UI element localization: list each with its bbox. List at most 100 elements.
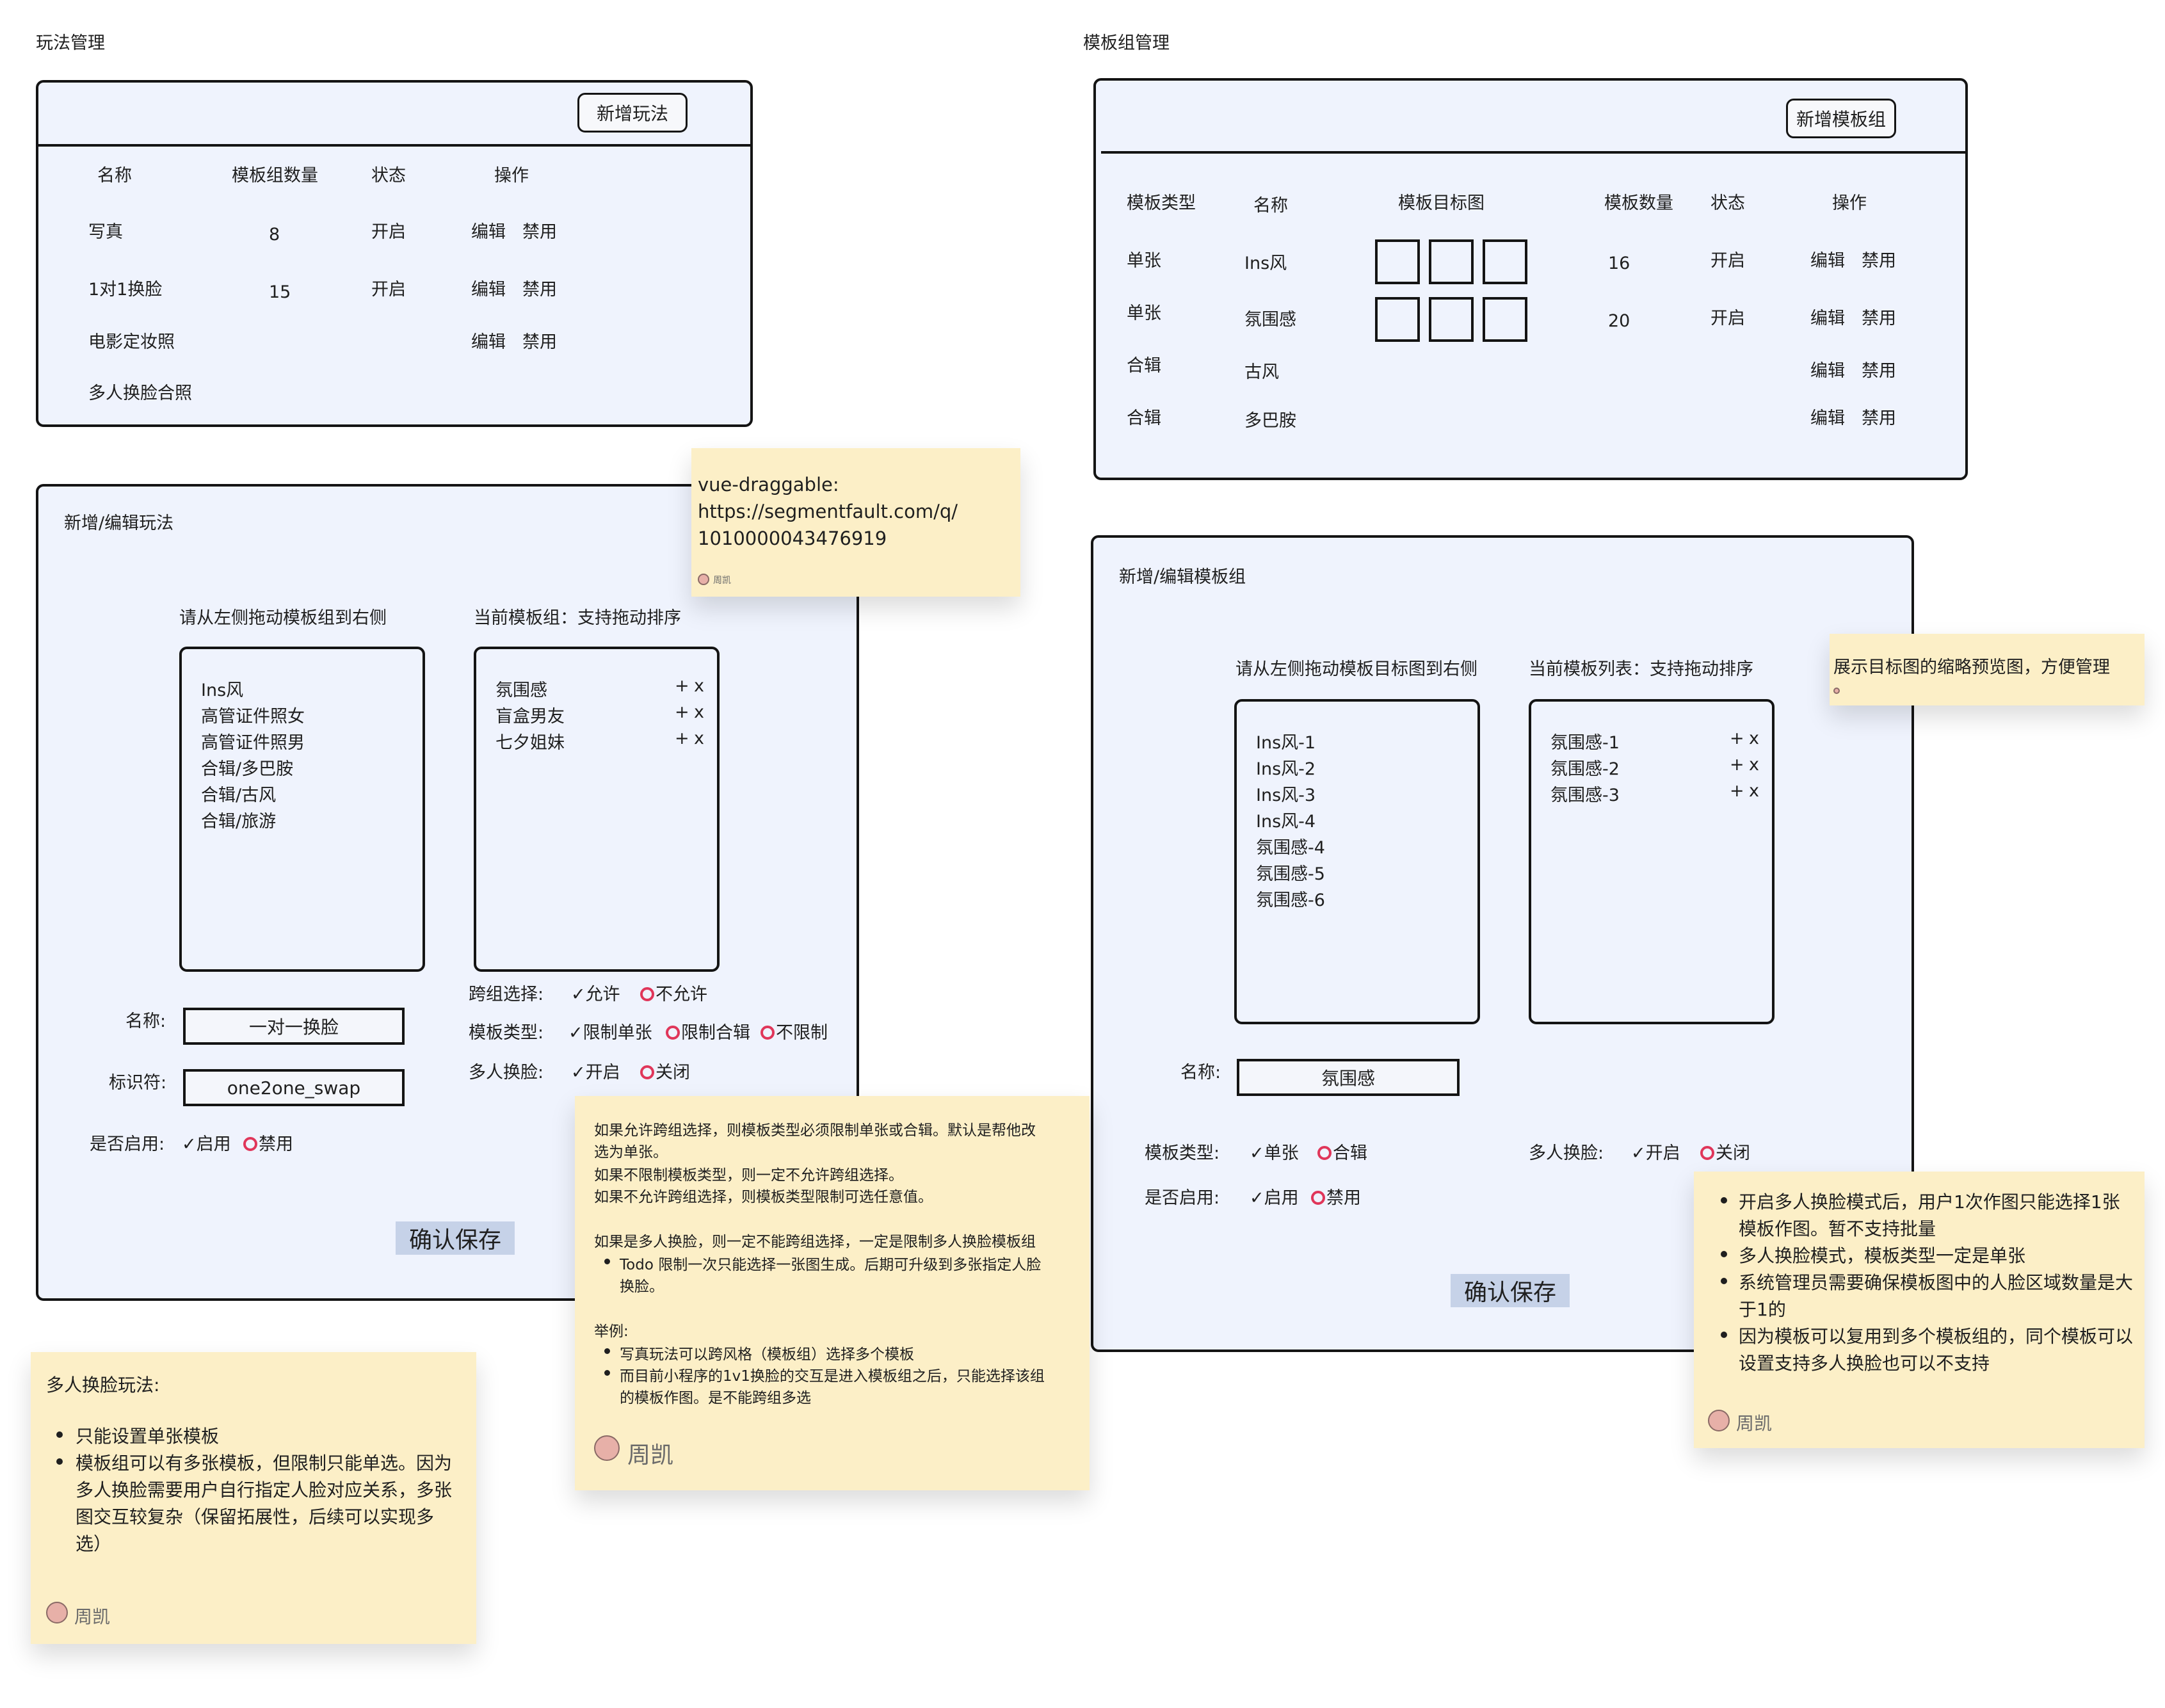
row-status: 开启 (371, 222, 406, 242)
list-item[interactable]: 氛围感-1 (1550, 733, 1620, 753)
row-name: 多人换脸合照 (88, 383, 192, 403)
add-icon[interactable]: + (1730, 729, 1744, 748)
enable-off-radio[interactable]: 禁用 (243, 1134, 293, 1155)
name-input[interactable]: 氛围感 (1237, 1059, 1460, 1096)
list-item[interactable]: 合辑/多巴胺 (201, 759, 294, 779)
save-button[interactable]: 确认保存 (1451, 1274, 1570, 1307)
list-item[interactable]: 七夕姐妹 (495, 733, 565, 753)
note-link[interactable]: https://segmentfault.com/q/ (698, 501, 958, 522)
edit-link[interactable]: 编辑 (471, 332, 506, 352)
edit-link[interactable]: 编辑 (1810, 309, 1845, 328)
group-edit-title: 新增/编辑模板组 (1119, 567, 1246, 587)
list-item[interactable]: 合辑/旅游 (201, 812, 277, 832)
list-item[interactable]: 氛围感 (495, 681, 547, 700)
sticky-note-multi-face-rules: 开启多人换脸模式后，用户1次作图只能选择1张 模板作图。暂不支持批量 多人换脸模… (1694, 1172, 2145, 1448)
cross-deny-radio[interactable]: 不允许 (640, 985, 707, 1005)
enable-off-radio[interactable]: 禁用 (1311, 1188, 1361, 1209)
list-item[interactable]: Ins风-2 (1256, 759, 1316, 779)
type-collection-radio[interactable]: 合辑 (1317, 1143, 1367, 1164)
cross-label: 跨组选择: (469, 985, 544, 1004)
available-templates-list[interactable]: Ins风-1 Ins风-2 Ins风-3 Ins风-4 氛围感-4 氛围感-5 … (1234, 699, 1480, 1024)
name-label: 名称: (125, 1011, 166, 1031)
list-item[interactable]: 氛围感-4 (1256, 838, 1325, 858)
radio-off-icon (761, 1026, 775, 1040)
add-icon[interactable]: + (1730, 755, 1744, 775)
edit-link[interactable]: 编辑 (471, 222, 506, 242)
multi-on-radio[interactable]: ✓开启 (571, 1063, 620, 1083)
disable-link[interactable]: 禁用 (522, 222, 557, 242)
add-icon[interactable]: + (675, 729, 689, 748)
available-groups-list[interactable]: Ins风 高管证件照女 高管证件照男 合辑/多巴胺 合辑/古风 合辑/旅游 (179, 647, 425, 972)
edit-link[interactable]: 编辑 (471, 280, 506, 300)
list-item[interactable]: 合辑/古风 (201, 786, 277, 805)
note-line: 模板作图。暂不支持批量 (1739, 1218, 1936, 1239)
list-item[interactable]: 高管证件照女 (201, 707, 305, 727)
row-name: 1对1换脸 (88, 280, 163, 300)
remove-icon[interactable]: x (694, 676, 704, 696)
disable-link[interactable]: 禁用 (1862, 408, 1896, 428)
thumbnail (1375, 297, 1420, 342)
note-line: 如果不允许跨组选择，则模板类型限制可选任意值。 (594, 1189, 933, 1205)
type-single-radio[interactable]: ✓限制单张 (568, 1023, 652, 1043)
save-button[interactable]: 确认保存 (396, 1221, 515, 1255)
remove-icon[interactable]: x (1749, 729, 1759, 748)
enable-on-radio[interactable]: ✓启用 (1250, 1188, 1299, 1209)
disable-link[interactable]: 禁用 (522, 280, 557, 300)
disable-link[interactable]: 禁用 (1862, 361, 1896, 381)
enable-on-radio[interactable]: ✓启用 (182, 1134, 231, 1155)
remove-icon[interactable]: x (1749, 755, 1759, 775)
name-label: 名称: (1180, 1063, 1221, 1083)
multi-off-radio[interactable]: 关闭 (640, 1063, 690, 1083)
disable-link[interactable]: 禁用 (1862, 309, 1896, 328)
add-icon[interactable]: + (675, 676, 689, 696)
multi-on-radio[interactable]: ✓开启 (1631, 1143, 1680, 1164)
add-icon[interactable]: + (1730, 781, 1744, 801)
multi-off-radio[interactable]: 关闭 (1700, 1143, 1750, 1164)
name-input[interactable]: 一对一换脸 (183, 1008, 405, 1045)
selected-templates-list[interactable]: 氛围感-1 + x 氛围感-2 + x 氛围感-3 + x (1529, 699, 1775, 1024)
list-item[interactable]: Ins风-4 (1256, 812, 1316, 832)
add-group-button[interactable]: 新增模板组 (1786, 99, 1896, 138)
list-item[interactable]: Ins风-3 (1256, 786, 1316, 805)
radio-label: 限制合辑 (681, 1023, 750, 1043)
edit-link[interactable]: 编辑 (1810, 361, 1845, 381)
cross-allow-radio[interactable]: ✓允许 (571, 985, 620, 1005)
remove-icon[interactable]: x (694, 729, 704, 748)
row-status: 开启 (1710, 251, 1745, 271)
sticky-note-rules: 如果允许跨组选择，则模板类型必须限制单张或合辑。默认是帮他改 选为单张。 如果不… (575, 1096, 1090, 1490)
add-icon[interactable]: + (675, 702, 689, 722)
type-single-radio[interactable]: ✓单张 (1250, 1143, 1299, 1164)
disable-link[interactable]: 禁用 (522, 332, 557, 352)
edit-link[interactable]: 编辑 (1810, 251, 1845, 271)
avatar-icon (46, 1602, 68, 1623)
sticky-note-multi-face: 多人换脸玩法: 只能设置单张模板 模板组可以有多张模板，但限制只能单选。因为 多… (31, 1352, 476, 1644)
type-none-radio[interactable]: 不限制 (761, 1023, 828, 1043)
col-status: 状态 (371, 166, 406, 186)
radio-off-icon (1317, 1146, 1332, 1160)
radio-off-icon (1311, 1191, 1325, 1205)
id-input[interactable]: one2one_swap (183, 1069, 405, 1106)
radio-off-icon (243, 1137, 257, 1151)
list-item[interactable]: Ins风-1 (1256, 733, 1316, 753)
disable-link[interactable]: 禁用 (1862, 251, 1896, 271)
row-name: 多巴胺 (1244, 411, 1296, 431)
note-line: 多人换脸需要用户自行指定人脸对应关系，多张 (76, 1479, 453, 1501)
list-item[interactable]: 氛围感-2 (1550, 759, 1620, 779)
play-mgmt-title: 玩法管理 (36, 33, 105, 53)
note-link[interactable]: 1010000043476919 (698, 528, 887, 549)
remove-icon[interactable]: x (1749, 781, 1759, 801)
selected-groups-list[interactable]: 氛围感 + x 盲盒男友 + x 七夕姐妹 + x (474, 647, 720, 972)
bullet (56, 1431, 63, 1438)
edit-link[interactable]: 编辑 (1810, 408, 1845, 428)
list-item[interactable]: 氛围感-6 (1256, 890, 1325, 910)
add-play-button[interactable]: 新增玩法 (577, 93, 688, 133)
thumbnail (1483, 239, 1527, 284)
list-item[interactable]: 高管证件照男 (201, 733, 305, 753)
list-item[interactable]: Ins风 (201, 681, 244, 700)
remove-icon[interactable]: x (694, 702, 704, 722)
list-item[interactable]: 盲盒男友 (495, 707, 565, 727)
note-line: 于1的 (1739, 1299, 1786, 1320)
list-item[interactable]: 氛围感-5 (1256, 864, 1325, 884)
type-collection-radio[interactable]: 限制合辑 (666, 1023, 750, 1043)
list-item[interactable]: 氛围感-3 (1550, 786, 1620, 805)
